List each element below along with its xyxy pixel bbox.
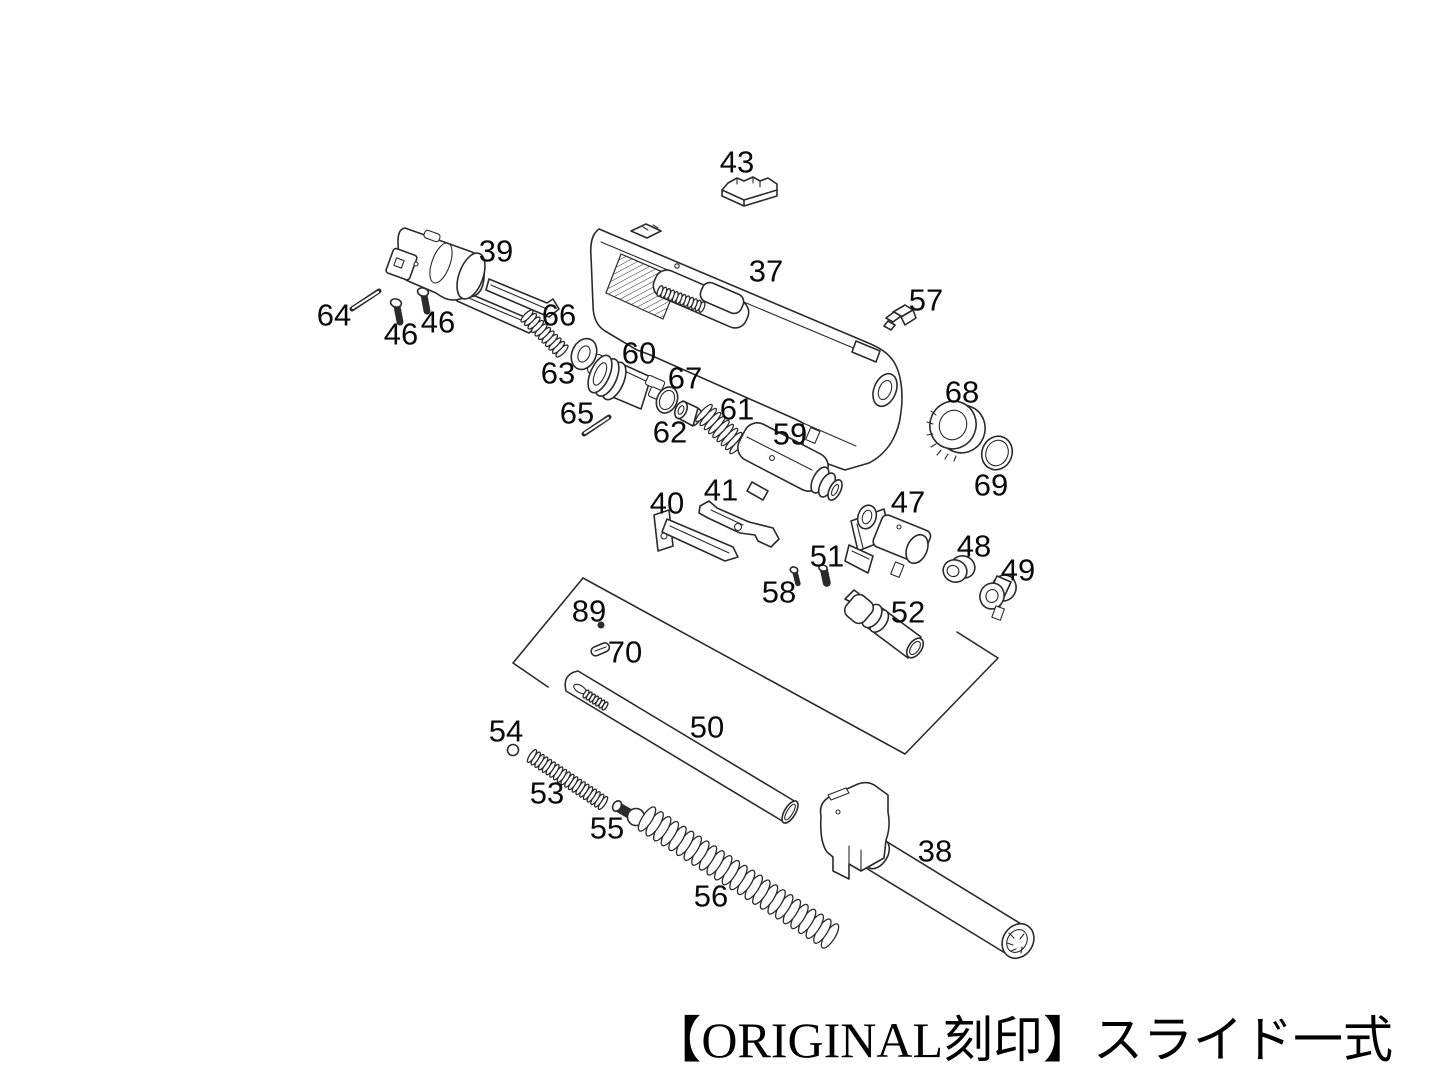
- part-label-66: 66: [542, 298, 576, 333]
- part-label-56: 56: [694, 879, 728, 914]
- part-53-spring: [526, 748, 609, 811]
- part-37-slide: [589, 223, 903, 471]
- part-38-outer-barrel: [819, 781, 1035, 960]
- part-39-housing: [385, 227, 560, 334]
- part-label-48: 48: [957, 529, 991, 564]
- part-label-50: 50: [690, 710, 724, 745]
- part-label-65: 65: [560, 396, 594, 431]
- part-59-nozzle: [737, 422, 843, 501]
- part-label-41: 41: [704, 473, 738, 508]
- part-label-57: 57: [909, 283, 943, 318]
- part-54-oring: [506, 743, 520, 757]
- part-label-70: 70: [608, 635, 642, 670]
- part-51-set-screw: [818, 564, 831, 588]
- part-52-guide-tube: [843, 589, 925, 659]
- part-label-64: 64: [317, 298, 351, 333]
- part-label-51: 51: [810, 539, 844, 574]
- part-58-screw: [789, 566, 801, 587]
- diagram-caption: 【ORIGINAL刻印】スライド一式: [651, 1012, 1393, 1068]
- part-69-oring: [980, 435, 1014, 471]
- part-50-guide-rod: [564, 670, 799, 824]
- part-label-62: 62: [653, 415, 687, 450]
- part-46-screw-a: [389, 298, 404, 326]
- part-label-39: 39: [479, 234, 513, 269]
- part-label-37: 37: [749, 254, 783, 289]
- part-label-89: 89: [572, 594, 606, 629]
- slide-port-spring: [656, 285, 706, 313]
- part-label-58: 58: [762, 575, 796, 610]
- part-label-40: 40: [650, 486, 684, 521]
- part-label-69: 69: [974, 468, 1008, 503]
- part-57-clip: [883, 304, 917, 331]
- part-label-60: 60: [622, 336, 656, 371]
- group-box: [512, 577, 999, 755]
- part-56-recoil-spring: [637, 806, 840, 949]
- part-40-plate: [653, 509, 739, 562]
- part-label-63: 63: [541, 356, 575, 391]
- part-66-spring: [520, 309, 569, 358]
- part-label-54: 54: [489, 714, 523, 749]
- part-label-46: 46: [421, 305, 455, 340]
- part-89-pin: [597, 621, 605, 629]
- part-label-46: 46: [384, 317, 418, 352]
- part-label-55: 55: [590, 811, 624, 846]
- part-65-pin: [581, 414, 612, 437]
- part-label-67: 67: [668, 361, 702, 396]
- part-label-68: 68: [945, 375, 979, 410]
- part-label-49: 49: [1001, 553, 1035, 588]
- part-label-43: 43: [720, 145, 754, 180]
- part-43-rear-sight: [721, 176, 778, 207]
- part-68-bushing: [926, 400, 986, 462]
- part-48-washer: [942, 555, 976, 583]
- part-62-sleeve: [673, 400, 703, 427]
- part-46-screw-b: [416, 287, 431, 315]
- part-label-59: 59: [773, 417, 807, 452]
- part-50-clip-spring: [582, 689, 609, 711]
- part-60-piston: [587, 354, 671, 410]
- part-label-61: 61: [720, 392, 754, 427]
- part-41-arm: [698, 500, 780, 548]
- part-label-53: 53: [530, 776, 564, 811]
- part-70-clip: [590, 642, 611, 657]
- part-64-pin: [349, 288, 382, 312]
- part-61-spring: [695, 403, 747, 455]
- part-47-block: [844, 504, 932, 578]
- part-label-47: 47: [891, 485, 925, 520]
- part-label-52: 52: [891, 595, 925, 630]
- part-49-spacer: [979, 574, 1017, 621]
- part-label-38: 38: [918, 834, 952, 869]
- part-67-oring: [655, 386, 679, 414]
